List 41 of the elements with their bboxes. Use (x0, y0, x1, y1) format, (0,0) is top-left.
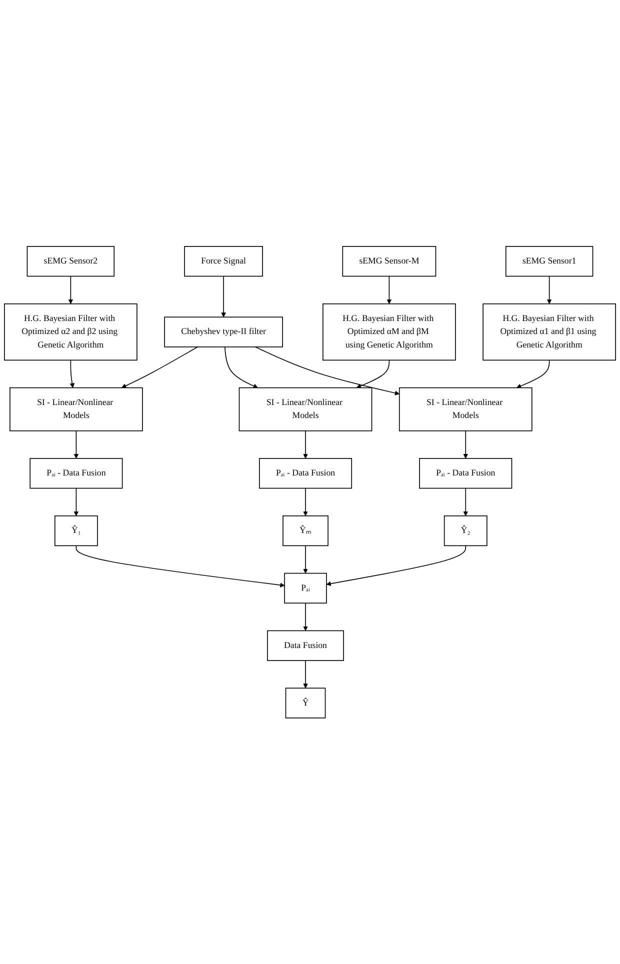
arrow (121, 346, 198, 388)
node-box: SI - Linear/Nonlinear Models (398, 387, 532, 432)
node-box: H.G. Bayesian Filter with Optimized α1 and β1 using Genetic Algorithm (482, 303, 616, 360)
arrow (303, 660, 308, 688)
arrow (76, 545, 285, 588)
node-box: Pₐᵢ - Data Fusion (30, 458, 123, 488)
arrow (386, 276, 392, 304)
node-box: Ŷ₁ (54, 515, 98, 546)
arrow (463, 488, 468, 516)
node-box: sEMG Sensor2 (26, 246, 115, 276)
node-box: Force Signal (184, 246, 263, 276)
arrow (303, 545, 308, 574)
arrow (303, 602, 308, 631)
node-box: Ŷ (285, 688, 326, 718)
node-box: Ŷₘ (282, 515, 328, 546)
node-box: Pₐᵢ - Data Fusion (419, 458, 512, 488)
node-box: Pₐᵢ (284, 572, 327, 604)
arrow (463, 430, 468, 458)
node-box: Pₐᵢ - Data Fusion (258, 458, 352, 488)
node-box: sEMG Sensor-M (342, 246, 436, 276)
node-box: SI - Linear/Nonlinear Models (238, 387, 372, 432)
node-box: H.G. Bayesian Filter with Optimized αM and βM using Genetic Algorithm (322, 303, 456, 360)
arrow (516, 360, 550, 388)
arrow (221, 276, 226, 318)
arrow (356, 360, 390, 388)
arrow (303, 488, 308, 516)
arrow (326, 545, 466, 586)
arrow (546, 276, 552, 304)
arrow (224, 346, 258, 388)
node-box: sEMG Sensor1 (505, 246, 594, 276)
node-box: Chebyshev type-II filter (164, 316, 283, 348)
arrow (254, 346, 400, 396)
arrow (74, 430, 79, 458)
node-box: SI - Linear/Nonlinear Models (10, 387, 143, 432)
node-box: Ŷ₂ (444, 515, 488, 546)
arrow (74, 488, 79, 516)
arrow (68, 276, 74, 304)
arrow (70, 360, 75, 388)
arrow (303, 430, 308, 458)
node-box: Data Fusion (267, 630, 344, 661)
node-box: H.G. Bayesian Filter with Optimized α2 and β2 using Genetic Algorithm (4, 303, 138, 360)
